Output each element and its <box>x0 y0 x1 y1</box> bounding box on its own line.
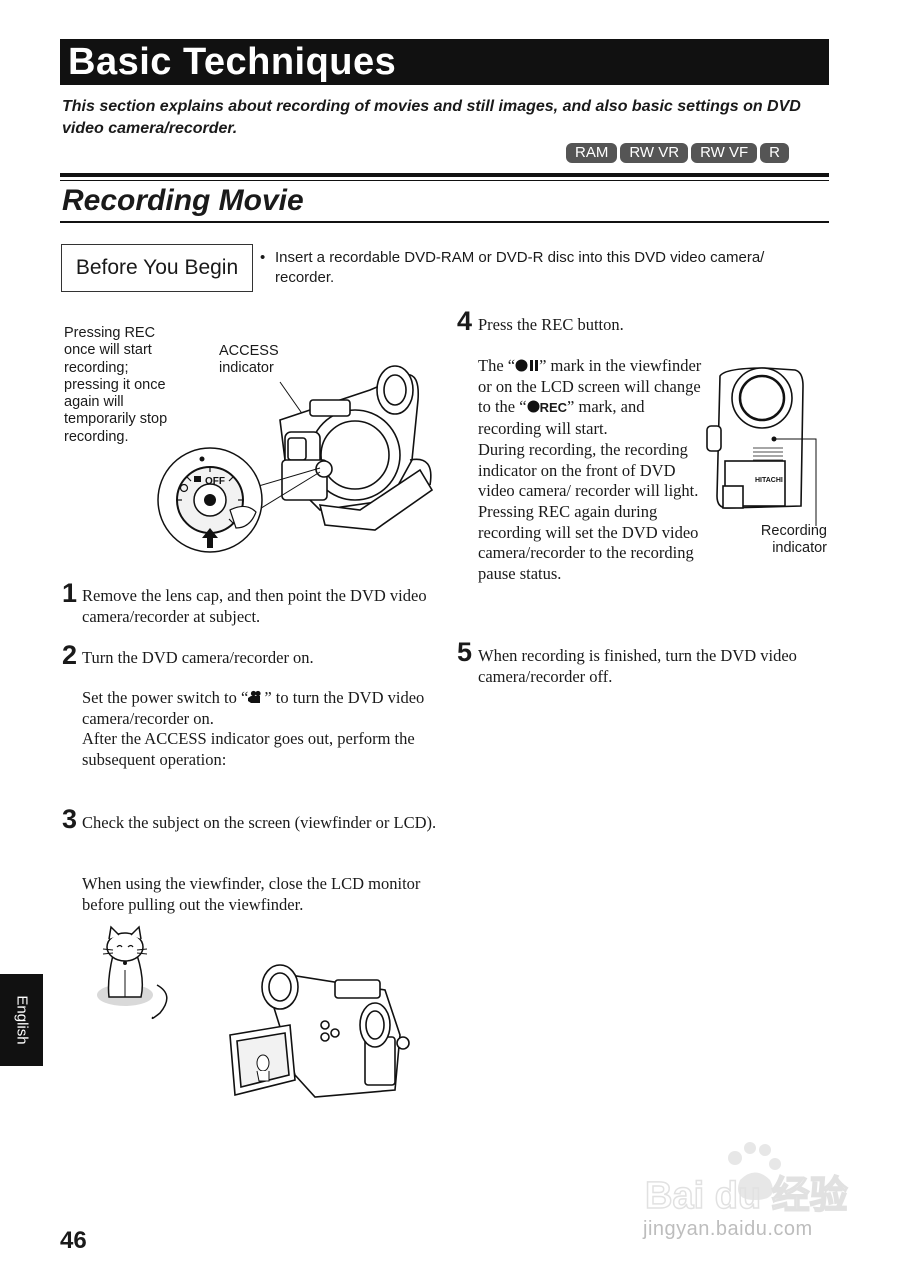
tag-rw-vr: RW VR <box>620 143 689 163</box>
step-4-body-e: Pressing REC again during recording will… <box>478 501 699 584</box>
rec-mark: REC <box>539 400 568 416</box>
page-number: 46 <box>60 1227 87 1254</box>
section-title: Recording Movie <box>62 184 304 217</box>
step-number-4: 4 <box>457 306 473 336</box>
step-4-body-b: ” mark in the viewfinder or on the LCD s… <box>478 356 702 417</box>
caption-rec-button: Pressing REC once will start recording; … <box>64 325 168 445</box>
cat-illustration <box>97 925 168 1020</box>
step-number-2: 2 <box>62 640 78 670</box>
step-number-3: 3 <box>62 804 78 834</box>
movie-camera-icon <box>248 690 261 703</box>
step-2-body-b: ” to turn the DVD video camera/recorder … <box>82 688 425 728</box>
step-2-body-a: Set the power switch to “ <box>82 688 249 707</box>
page-title: Basic Techniques <box>60 39 829 85</box>
step-4-body: The “” mark in the viewfinder or on the … <box>478 356 706 585</box>
disc-type-tags: RAM RW VR RW VF R <box>566 143 789 163</box>
caption-access-indicator: ACCESS indicator <box>219 343 279 377</box>
dial-off-label: OFF <box>205 476 225 487</box>
watermark-url: jingyan.baidu.com <box>643 1218 813 1240</box>
before-you-begin-box: Before You Begin <box>61 244 253 292</box>
language-tab-label: English <box>13 995 30 1045</box>
camera-side-illustration: OFF <box>157 365 434 553</box>
step-1-text: Remove the lens cap, and then point the … <box>82 586 427 626</box>
language-tab: English <box>0 974 43 1066</box>
step-2-body-c: After the ACCESS indicator goes out, per… <box>82 729 415 770</box>
step-3-heading: Check the subject on the screen (viewfin… <box>82 813 437 832</box>
header-rule-thick <box>60 173 829 177</box>
before-you-begin-text: Insert a recordable DVD-RAM or DVD-R dis… <box>275 249 765 286</box>
tag-ram: RAM <box>566 143 618 163</box>
step-3-body: When using the viewfinder, close the LCD… <box>82 874 421 914</box>
step-4-body-d: During recording, the recording indicato… <box>478 439 699 501</box>
lcd-viewing-illustration <box>97 925 410 1098</box>
camera-front-illustration: HITACHI <box>706 367 817 526</box>
step-number-5: 5 <box>457 637 473 667</box>
step-5-text: When recording is finished, turn the DVD… <box>478 646 797 686</box>
step-2-heading: Turn the DVD camera/recorder on. <box>82 648 314 667</box>
bullet: • <box>260 249 266 266</box>
caption-recording-indicator: Recording indicator <box>760 523 827 557</box>
step-4-body-a: The “ <box>478 356 516 375</box>
brand-label: HITACHI <box>755 477 783 484</box>
baidu-watermark: Bai du 经验 <box>644 1142 848 1218</box>
tag-r: R <box>760 143 789 163</box>
record-dot-icon <box>527 400 540 413</box>
step-4-heading: Press the REC button. <box>478 315 624 334</box>
section-intro: This section explains about recording of… <box>62 98 801 137</box>
step-number-1: 1 <box>62 578 78 608</box>
tag-rw-vf: RW VF <box>691 143 758 163</box>
record-pause-icon <box>515 359 539 372</box>
section-rule <box>60 221 829 223</box>
step-2-body: Set the power switch to “” to turn the D… <box>82 688 437 771</box>
before-you-begin-note: • Insert a recordable DVD-RAM or DVD-R d… <box>260 248 820 288</box>
header-rule-thin <box>60 180 829 181</box>
step-4-body-c: ” mark, and recording will start. <box>478 397 645 439</box>
watermark-logo: Bai du 经验 <box>645 1175 848 1217</box>
